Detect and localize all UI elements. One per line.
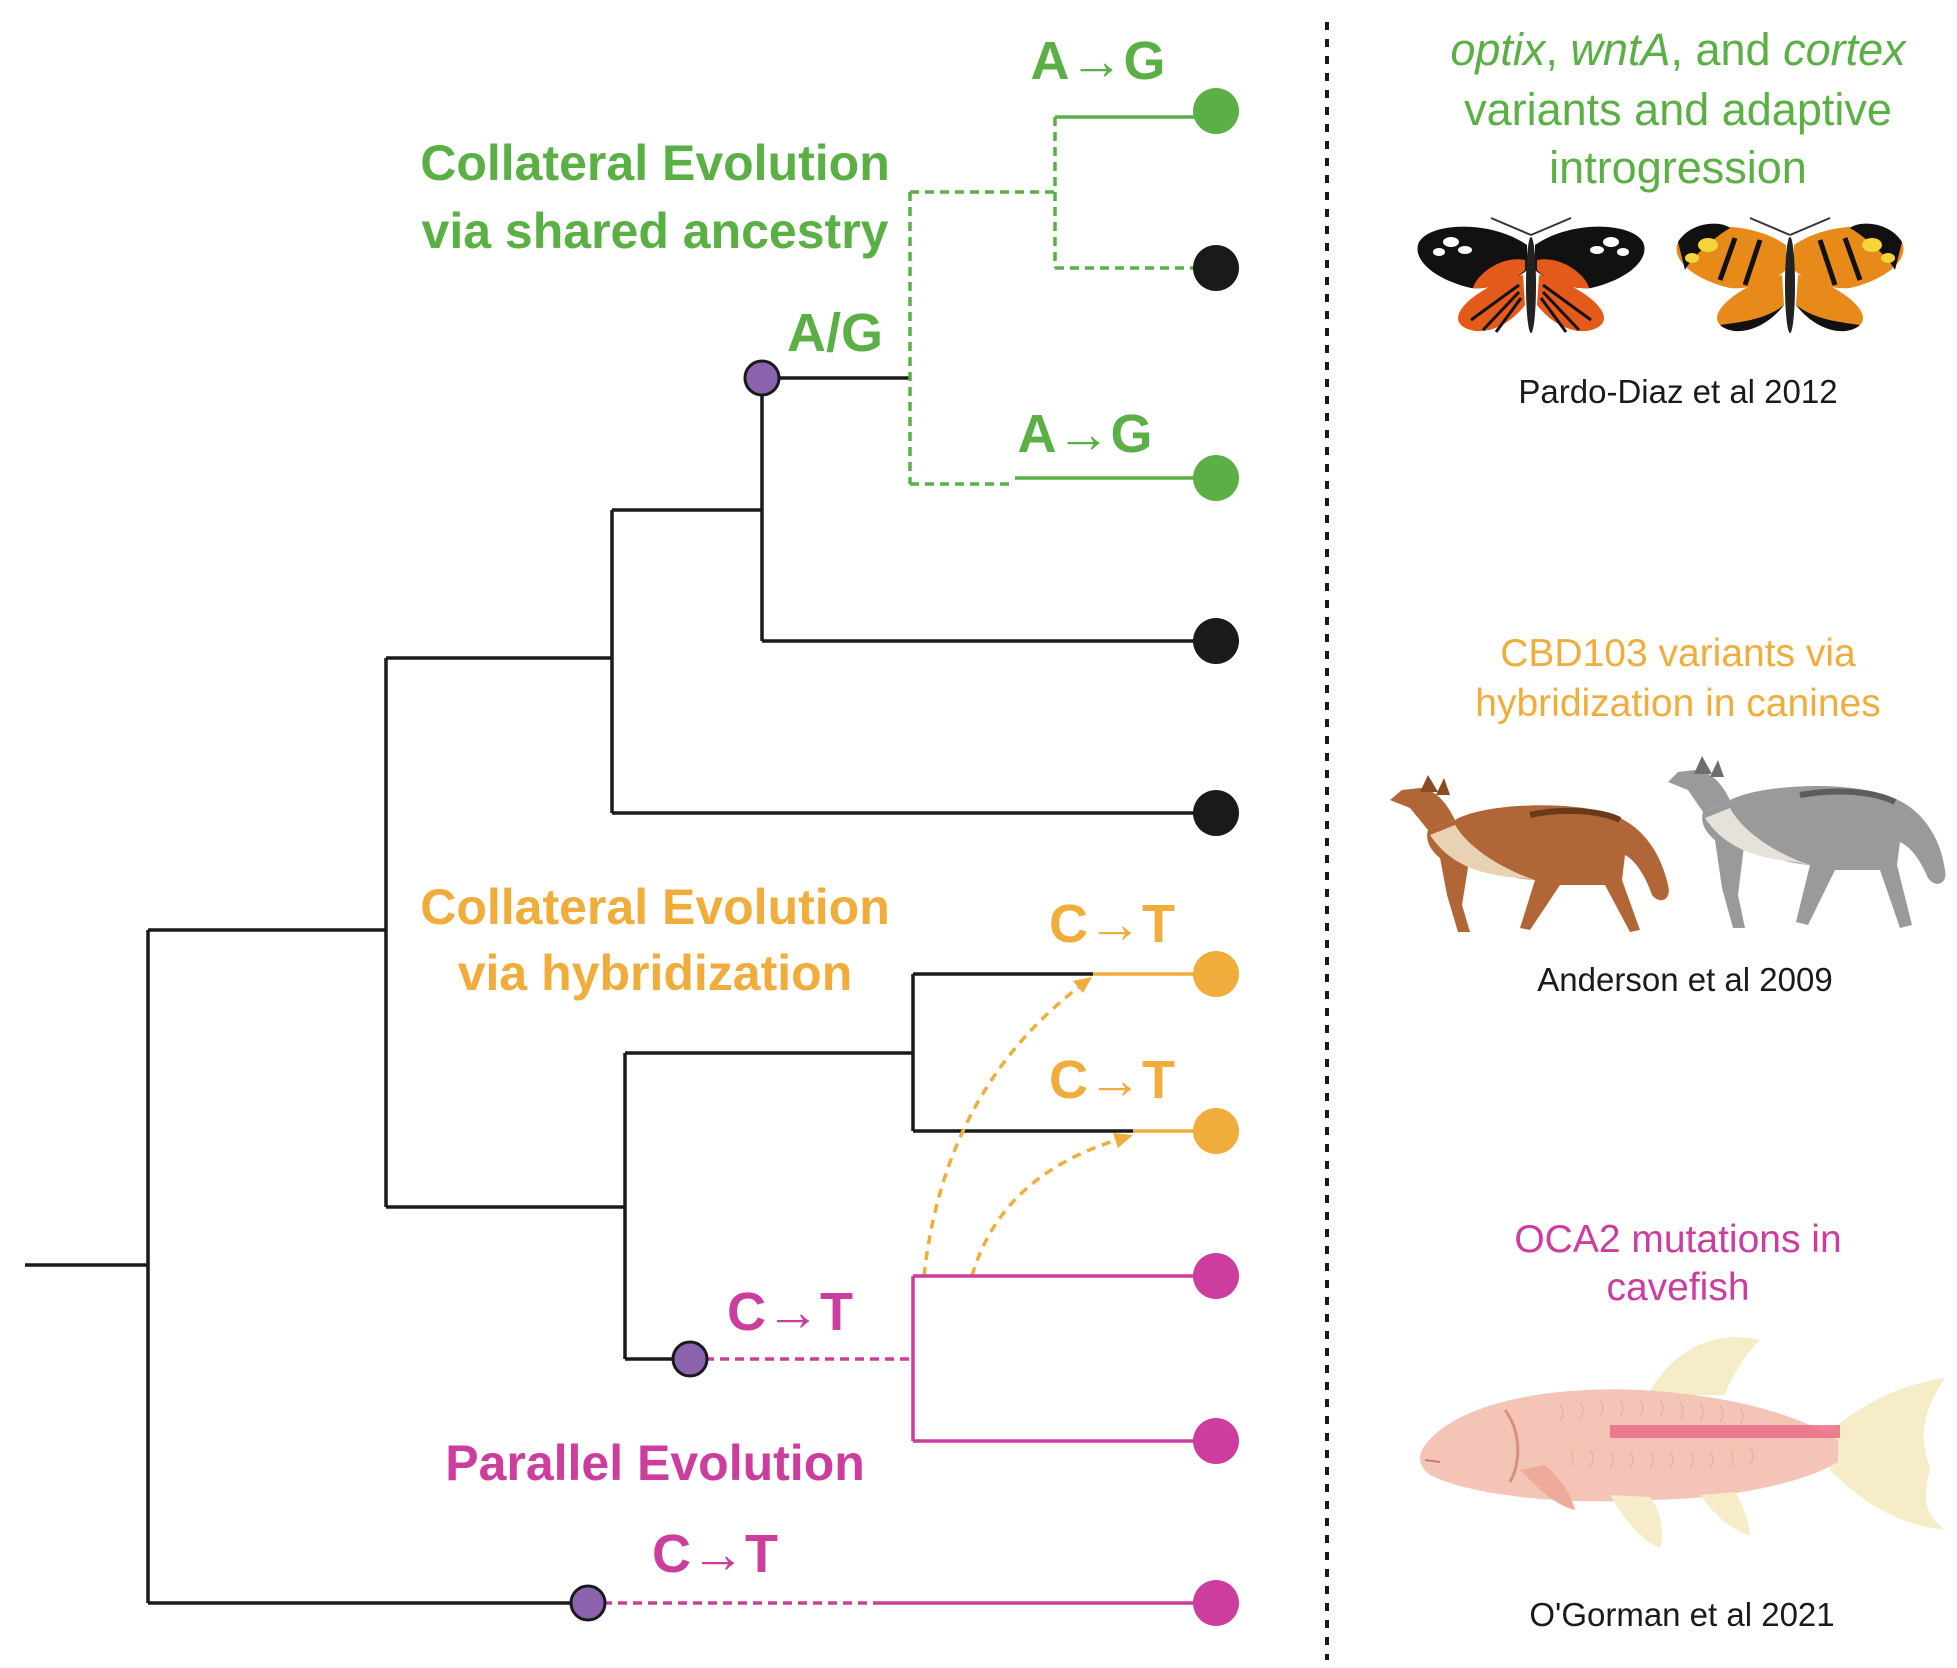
mutation-label-ct-orange-2: C→T (1049, 1050, 1175, 1110)
tree-tips (1193, 88, 1239, 1626)
example-cavefish: OCA2 mutations in cavefish (1420, 1218, 1945, 1633)
wolf-icon (1668, 756, 1946, 928)
shared-ancestry-branches (908, 115, 1215, 486)
butterflies-title-line2: variants and adaptive (1464, 84, 1892, 135)
shared-ancestry-title-line1: Collateral Evolution (420, 135, 890, 191)
butterfly-icon (1417, 217, 1645, 333)
example-canines: CBD103 variants via hybridization in can… (1390, 632, 1946, 998)
tip-orange-2 (1193, 1108, 1239, 1154)
mutation-label-ct-magenta-2: C→T (652, 1524, 778, 1584)
tree-branches (25, 376, 1215, 1605)
butterflies-title-line3: introgression (1549, 142, 1807, 193)
hybridization-title-line1: Collateral Evolution (420, 879, 890, 935)
tip-magenta-1 (1193, 1253, 1239, 1299)
ancestral-node-hybrid (671, 1340, 709, 1378)
mutation-label-ct-orange-1: C→T (1049, 894, 1175, 954)
butterflies-citation: Pardo-Diaz et al 2012 (1518, 373, 1837, 410)
parallel-evolution-title: Parallel Evolution (445, 1435, 865, 1491)
mutation-label-ct-magenta-1: C→T (727, 1282, 853, 1342)
canines-citation: Anderson et al 2009 (1537, 961, 1832, 998)
tip-black-2 (1193, 618, 1239, 664)
fish-icon (1420, 1337, 1945, 1548)
tip-green-1 (1193, 88, 1239, 134)
parallel-evolution-branches (588, 1274, 1215, 1605)
tip-green-2 (1193, 455, 1239, 501)
butterflies-title-line1: optix, wntA, and cortex (1450, 24, 1907, 75)
hybridization-branches (922, 972, 1215, 1277)
tip-magenta-3 (1193, 1580, 1239, 1626)
tip-black-1 (1193, 245, 1239, 291)
tip-orange-1 (1193, 951, 1239, 997)
hybridization-title-line2: via hybridization (458, 945, 853, 1001)
mutation-label-ag-lower: A→G (1018, 404, 1153, 464)
butterfly-icon (1676, 217, 1904, 333)
shared-ancestry-title-line2: via shared ancestry (422, 203, 889, 259)
canines-title-line2: hybridization in canines (1475, 682, 1880, 725)
canines-title-line1: CBD103 variants via (1500, 632, 1856, 675)
wolf-icon (1390, 775, 1669, 932)
tip-magenta-2 (1193, 1418, 1239, 1464)
ancestral-nodes (569, 359, 781, 1622)
ancestral-node-parallel (569, 1584, 607, 1622)
tree-labels: Collateral Evolution via shared ancestry… (420, 31, 1175, 1584)
polymorphism-label-ag: A/G (787, 303, 883, 363)
ancestral-node-shared (743, 359, 781, 397)
cavefish-title-line1: OCA2 mutations in (1514, 1218, 1841, 1261)
cavefish-title-line2: cavefish (1606, 1266, 1749, 1309)
mutation-label-ag-top: A→G (1031, 31, 1166, 91)
cavefish-citation: O'Gorman et al 2021 (1529, 1596, 1834, 1633)
example-butterflies: optix, wntA, and cortex variants and ada… (1417, 24, 1907, 410)
tip-black-3 (1193, 790, 1239, 836)
